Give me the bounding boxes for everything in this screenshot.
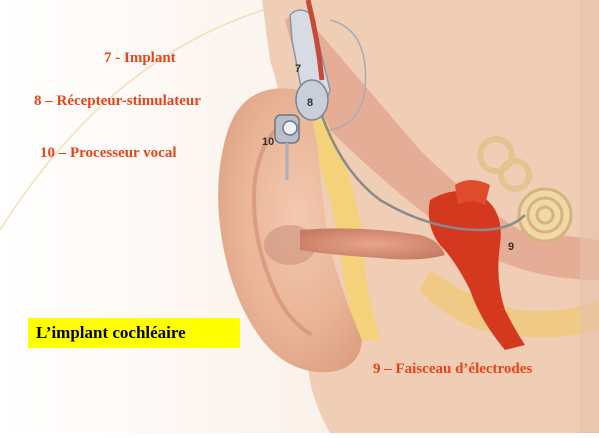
- processor-microphone: [283, 121, 297, 135]
- marker-10: 10: [262, 136, 274, 148]
- title-highlight: L’implant cochléaire: [28, 318, 240, 348]
- diagram-title: L’implant cochléaire: [36, 323, 186, 343]
- label-speech-processor: 10 – Processeur vocal: [40, 145, 177, 162]
- label-implant: 7 - Implant: [104, 50, 176, 67]
- page-fold: [580, 0, 599, 433]
- marker-8: 8: [307, 97, 313, 109]
- label-receiver-stimulator: 8 – Récepteur-stimulateur: [34, 93, 201, 110]
- marker-9: 9: [508, 241, 514, 253]
- marker-7: 7: [295, 63, 301, 75]
- ossicles: [455, 180, 490, 205]
- label-electrode-bundle: 9 – Faisceau d’électrodes: [373, 361, 532, 378]
